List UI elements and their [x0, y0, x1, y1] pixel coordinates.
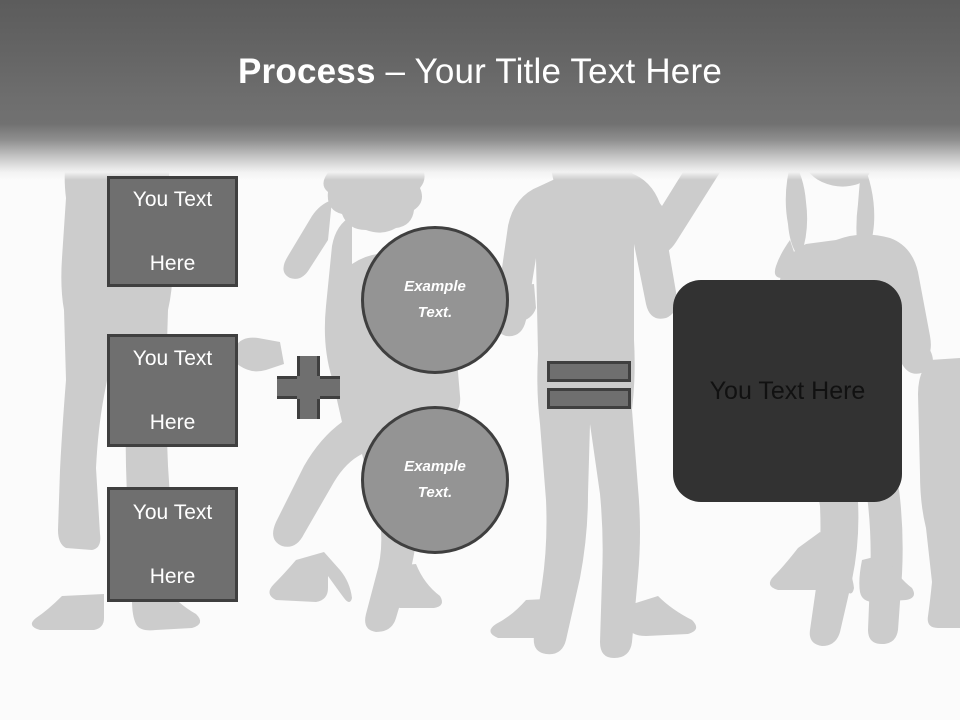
input-box-2[interactable]: You Text Here [107, 334, 238, 447]
plus-icon-center [297, 376, 320, 399]
example-circle-2[interactable]: Example Text. [361, 406, 509, 554]
input-box-1[interactable]: You Text Here [107, 176, 238, 287]
example-circle-2-line1: Example [404, 458, 466, 475]
equals-icon-bottom-bar [547, 388, 631, 409]
equals-icon-top-bar [547, 361, 631, 382]
plus-icon [277, 356, 340, 419]
equals-icon [547, 361, 631, 409]
input-box-3-line1: You Text [132, 500, 213, 524]
input-box-2-line1: You Text [132, 346, 213, 370]
example-circle-2-line2: Text. [417, 484, 453, 501]
page-title-rest: – Your Title Text Here [375, 52, 722, 91]
page-title: Process – Your Title Text Here [0, 50, 960, 94]
example-circle-1-line2: Text. [417, 304, 453, 321]
example-circle-1[interactable]: Example Text. [361, 226, 509, 374]
input-box-3[interactable]: You Text Here [107, 487, 238, 602]
input-box-3-line2: Here [149, 564, 196, 588]
result-box-label: You Text Here [709, 376, 866, 405]
page-title-bold: Process [238, 52, 376, 91]
result-box[interactable]: You Text Here [673, 280, 902, 502]
input-box-1-line1: You Text [132, 187, 213, 211]
input-box-2-line2: Here [149, 410, 196, 434]
example-circle-1-line1: Example [404, 278, 466, 295]
input-box-1-line2: Here [149, 251, 196, 275]
